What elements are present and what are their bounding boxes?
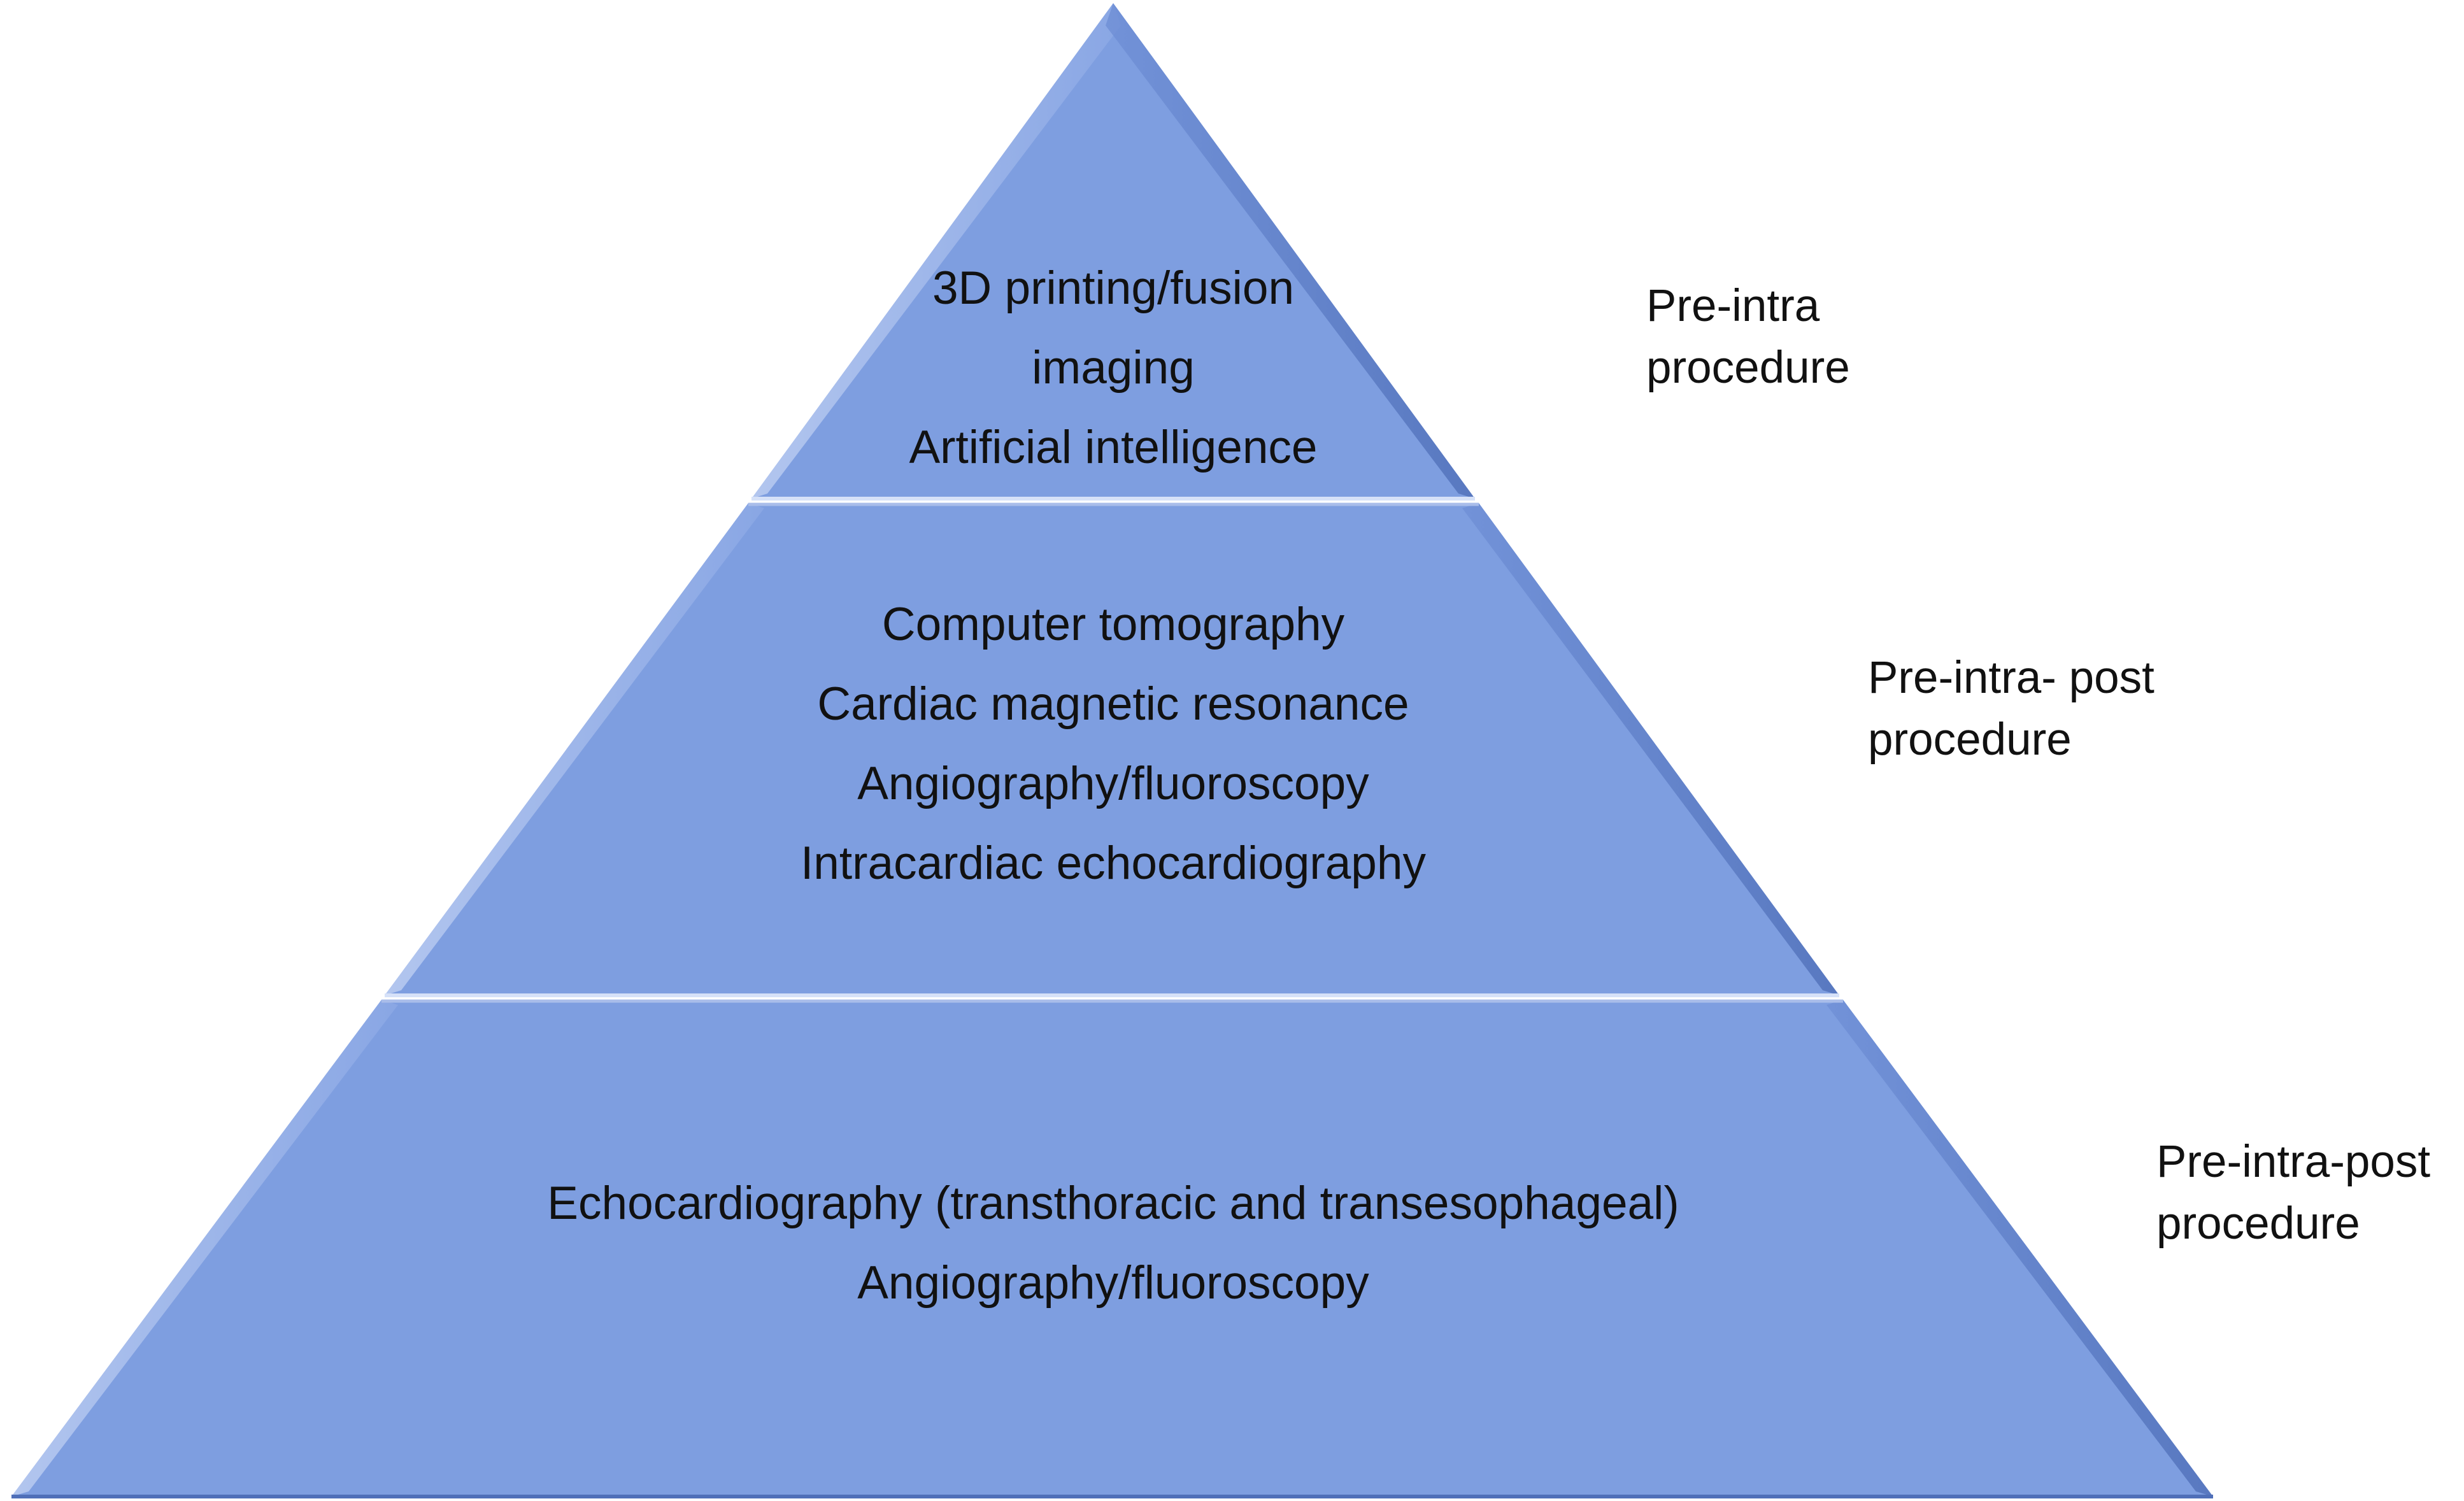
tier-middle-side-label-line-1: Pre-intra- post xyxy=(1868,653,2154,703)
tier-bottom-line-2: Angiography/fluoroscopy xyxy=(857,1257,1369,1309)
tier-middle-line-2: Cardiac magnetic resonance xyxy=(817,678,1409,730)
tier-middle-line-3: Angiography/fluoroscopy xyxy=(857,758,1369,809)
tier-middle-left-bevel xyxy=(385,503,764,995)
pyramid-tier-middle xyxy=(385,502,1839,997)
tier-bottom-side-label-line-1: Pre-intra-post xyxy=(2156,1137,2431,1187)
tier-top-side-label-line-1: Pre-intra xyxy=(1646,281,1820,331)
tier-bottom-line-1: Echocardiography (transthoracic and tran… xyxy=(547,1177,1679,1229)
tier-top-line-3: Artificial intelligence xyxy=(909,422,1318,473)
tier-top-text: 3D printing/fusion imaging Artificial in… xyxy=(909,248,1317,487)
tier-bottom-side-label-line-2: procedure xyxy=(2156,1199,2360,1249)
tier-bottom-left-bevel xyxy=(11,1000,398,1497)
tier-top-shape xyxy=(751,3,1475,499)
tier-top-line-2: imaging xyxy=(1032,342,1195,394)
tier-bottom-text: Echocardiography (transthoracic and tran… xyxy=(547,1163,1679,1323)
tier-top-side-label-line-2: procedure xyxy=(1646,343,1850,393)
tier-bottom-side-label: Pre-intra-post procedure xyxy=(2156,1131,2430,1255)
tier-top-line-1: 3D printing/fusion xyxy=(932,262,1295,314)
tier-middle-side-label: Pre-intra- post procedure xyxy=(1868,647,2154,771)
tier-bottom-shape xyxy=(11,1000,2213,1497)
tier-middle-line-1: Computer tomography xyxy=(881,599,1345,650)
tier-top-right-bevel xyxy=(1106,3,1475,499)
tier-middle-line-4: Intracardiac echocardiography xyxy=(800,837,1427,889)
pyramid-tier-bottom xyxy=(11,999,2213,1498)
tier-middle-text: Computer tomography Cardiac magnetic res… xyxy=(801,585,1426,903)
tier-middle-right-bevel xyxy=(1462,503,1839,995)
tier-middle-side-label-line-2: procedure xyxy=(1868,715,2072,765)
pyramid-tier-top xyxy=(751,3,1475,501)
tier-middle-shape xyxy=(385,503,1839,995)
tier-top-side-label: Pre-intra procedure xyxy=(1646,275,1850,399)
tier-top-left-bevel xyxy=(751,3,1121,499)
tier-bottom-right-bevel xyxy=(1827,1000,2213,1497)
